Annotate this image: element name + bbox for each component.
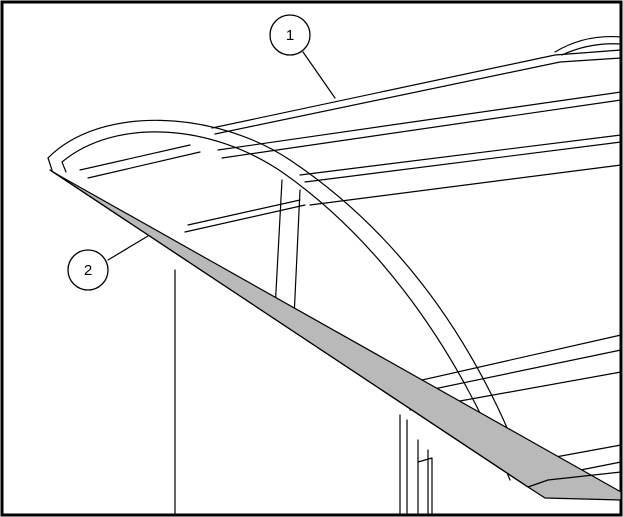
front-arch-inner	[61, 131, 511, 481]
glazing-edge	[79, 144, 201, 179]
far-arch	[554, 35, 622, 53]
back-rail	[211, 49, 622, 129]
callout-1: 1	[269, 14, 311, 56]
edge-profile-band	[49, 169, 622, 501]
callout-2-leader	[107, 235, 149, 261]
callout-2: 2	[67, 249, 109, 291]
post-bracket	[417, 457, 433, 516]
front-arch-outer	[47, 119, 529, 481]
far-arch-inner	[561, 43, 622, 56]
roof-rail-mid	[299, 134, 622, 176]
roof-rail-mid-b	[304, 141, 622, 183]
edge-profile-corner	[527, 471, 622, 488]
callout-1-label: 1	[286, 27, 294, 44]
roof-rail-lower	[309, 164, 622, 206]
callout-2-label: 2	[84, 262, 92, 279]
roof-rail-upper	[217, 91, 622, 151]
edge-profile-top-line	[49, 169, 529, 488]
front-arch-cap	[47, 157, 67, 173]
panel-line-a	[184, 204, 306, 233]
back-rail-inner	[214, 57, 622, 135]
mullion	[274, 179, 301, 319]
panel-line-b	[187, 199, 301, 226]
callout-1-leader	[302, 51, 336, 99]
roof-rail-upper-b	[221, 99, 622, 159]
